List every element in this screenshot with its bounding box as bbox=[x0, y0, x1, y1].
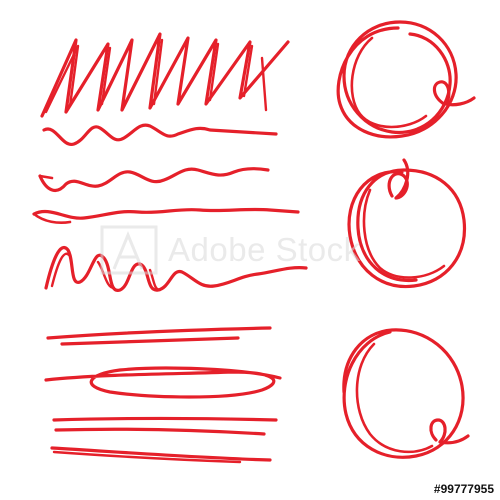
circle-scribble-middle bbox=[347, 168, 467, 289]
circle-scribble-bottom-inner bbox=[355, 342, 434, 454]
wavy-underline-medium bbox=[38, 167, 270, 193]
triple-line-2 bbox=[54, 427, 266, 436]
wavy-underline-short bbox=[42, 123, 278, 146]
wavy-underline-medium-tail bbox=[38, 174, 54, 180]
stock-id-label: #99777955 bbox=[433, 482, 494, 496]
wavy-underline-long-start bbox=[32, 212, 72, 225]
triple-line-3-echo bbox=[52, 450, 242, 464]
circle-loop-tail-top bbox=[432, 80, 476, 107]
circle-scribble-top bbox=[336, 20, 458, 139]
triple-line-3 bbox=[50, 446, 272, 462]
zigzag-scribble bbox=[40, 32, 290, 118]
circle-scribble-middle-inner bbox=[362, 188, 446, 279]
zigzag-scribble-overtrace bbox=[44, 38, 268, 114]
oval-sweep bbox=[44, 366, 282, 399]
circle-loop-tail-bottom bbox=[429, 418, 470, 445]
wavy-underline-long bbox=[32, 207, 300, 220]
circle-scribble-bottom bbox=[342, 328, 465, 459]
straight-underline-bottom bbox=[60, 336, 240, 346]
triple-line-1 bbox=[52, 416, 278, 422]
tall-wavy-scribble bbox=[44, 246, 308, 292]
circle-loop-tail-middle bbox=[387, 158, 410, 200]
circle-scribble-top-inner bbox=[350, 36, 428, 129]
straight-underline-top bbox=[46, 326, 272, 340]
